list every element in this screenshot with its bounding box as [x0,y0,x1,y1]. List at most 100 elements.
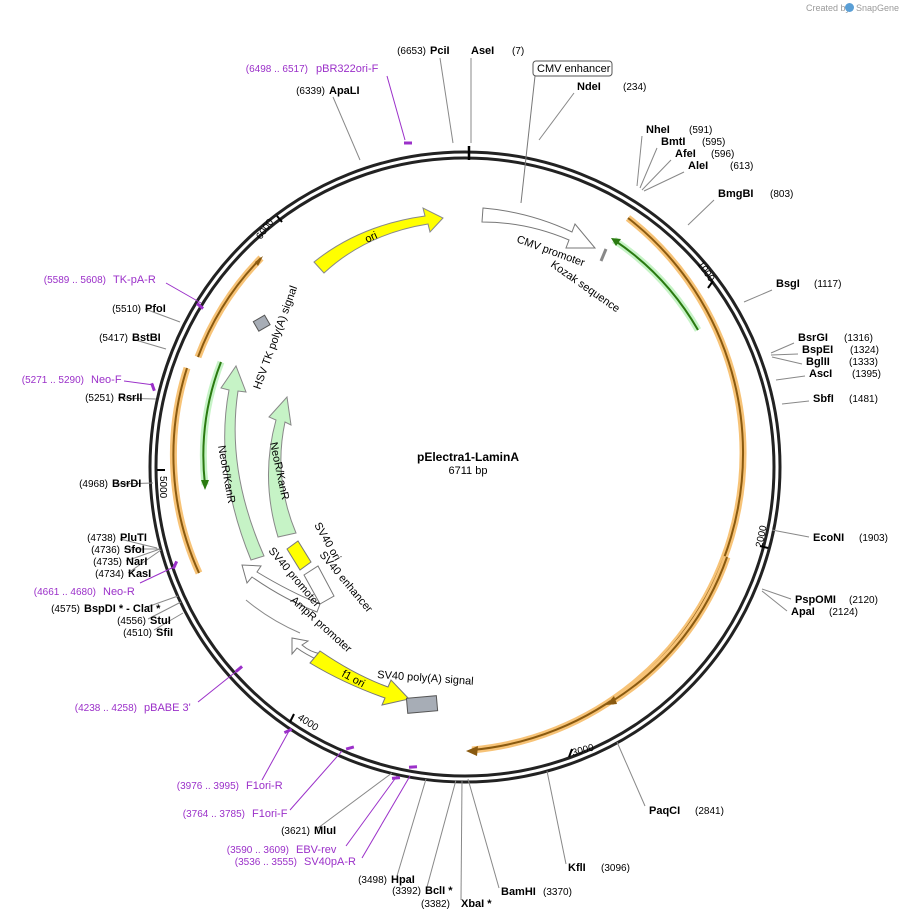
site-name: BclI * [425,885,453,897]
primer-range: (4661 .. 4680) [34,587,96,598]
primer-name: pBABE 3' [144,702,191,714]
site-position: (3621) [281,826,310,837]
feature-neor-inner: NeoR/KanR [267,395,297,538]
tick-label: 6000 [254,217,276,242]
site-position: (4734) [95,569,124,580]
site-name: PfoI [145,303,166,315]
site-position: (234) [623,82,646,93]
site-position: (4575) [51,604,80,615]
site-position: (5417) [99,333,128,344]
primer-range: (3976 .. 3995) [177,781,239,792]
orf-arc-right [466,215,747,756]
site-name: HpaI [391,874,415,886]
site-position: (4510) [123,628,152,639]
backbone-inner-ring [154,156,776,778]
site-position: (4968) [79,479,108,490]
primer-leader-line [165,282,202,304]
credit-app: SnapGene [856,3,899,13]
primer-binding-mark [195,302,205,310]
site-leader-line [643,171,685,192]
site-leader-line [426,779,457,888]
site-name: AfeI [675,148,696,160]
site-leader-line [761,590,788,612]
site-name: KasI [128,568,151,580]
primer-binding-mark [404,141,412,145]
site-position: (5251) [85,393,114,404]
site-position: (3392) [392,886,421,897]
feature-label-hsv-tk: HSV TK poly(A) signal [252,284,301,391]
feature-ampr-promoter: AmpR promoter [288,594,354,661]
primer-binding-mark [345,745,355,751]
site-leader-line [639,147,658,189]
site-name: BspEI [802,344,833,356]
site-leader-line [460,779,463,901]
site-leader-line [781,400,810,405]
feature-label-f1-ori: f1 ori [340,668,367,690]
site-position: (1324) [850,345,879,356]
site-leader-line [332,96,361,161]
plasmid-length: 6711 bp [449,465,488,477]
site-position: (1481) [849,394,878,405]
site-position: (1333) [849,357,878,368]
feature-label-cmv-enhancer: CMV enhancer [537,63,611,75]
primer-leader-line [261,730,290,781]
tick-5000: 5000 [157,469,168,499]
site-position: (3498) [358,875,387,886]
site-leader-line [770,353,799,356]
site-leader-line [771,529,810,538]
site-position: (1395) [852,369,881,380]
site-leader-line [467,778,500,889]
primer-leader-line [139,565,177,584]
site-position: (596) [711,149,734,160]
site-name: EcoNI [813,532,844,544]
primer-range: (3590 .. 3609) [227,845,289,856]
primer-name: F1ori-R [246,780,283,792]
site-position: (4556) [117,616,146,627]
site-leader-line [396,778,427,877]
credit-created-by: Created by [806,3,851,13]
primer-leader-line [197,669,239,703]
primer-leader-line [289,750,343,811]
site-position: (6339) [296,86,325,97]
snapgene-logo-icon [845,3,854,12]
site-position: (595) [702,137,725,148]
site-name: ApaI [791,606,815,618]
site-leader-line [546,770,567,865]
tick-label: 4000 [295,712,320,734]
site-leader-line [770,342,795,354]
site-leader-line [538,92,575,141]
site-leader-line [131,338,167,350]
site-name: NheI [646,124,670,136]
site-labels: PciI(6653)AseI(7)NdeI(234)NheI(591)BmtI(… [22,45,888,910]
feature-cmv-enhancer: CMV enhancer [520,60,613,204]
primer-name: Neo-F [91,374,122,386]
site-position: (3096) [601,863,630,874]
site-leader-line [144,308,181,323]
site-leader-line [147,601,182,620]
orf-arc-left-lower [169,366,203,575]
site-position: (3382) [421,899,450,910]
site-leader-line [317,772,393,829]
feature-neor-outer: NeoR/KanR [215,364,265,561]
site-name: NarI [126,556,147,568]
site-name: ApaLI [329,85,360,97]
primer-binding-mark [150,382,156,392]
primer-name: Neo-R [103,586,135,598]
primer-leader-line [361,775,411,859]
primer-name: F1ori-F [252,808,288,820]
site-position: (7) [512,46,524,57]
site-leader-line [153,612,184,631]
primer-binding-mark [234,665,244,673]
primer-name: SV40pA-R [304,856,356,868]
site-position: (2841) [695,806,724,817]
site-leader-line [687,199,715,226]
site-position: (4738) [87,533,116,544]
site-position: (2124) [829,607,858,618]
primer-binding-mark [391,776,401,780]
green-marker-arc [611,237,702,332]
site-position: (4736) [91,545,120,556]
site-name: BmtI [661,136,685,148]
site-name: BmgBI [718,188,753,200]
site-position: (803) [770,189,793,200]
